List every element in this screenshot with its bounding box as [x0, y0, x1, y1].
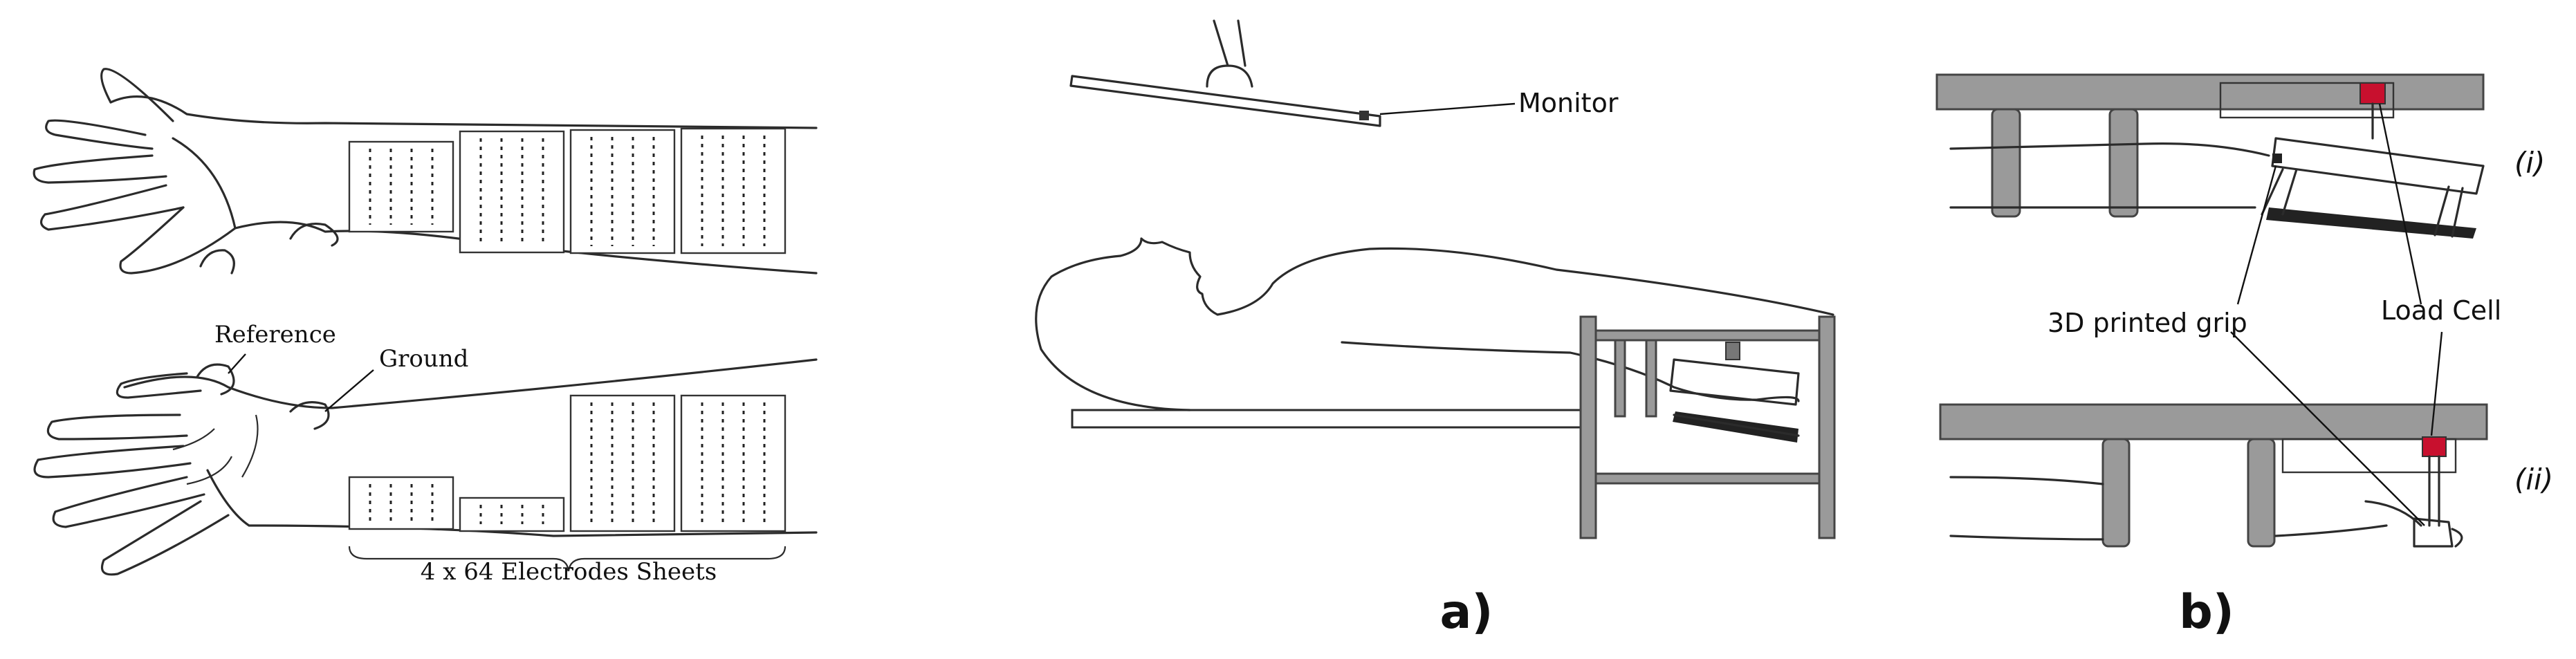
frame-post — [1645, 339, 1657, 418]
load-cell-leader-ii — [2430, 331, 2443, 436]
electrodes-brace — [348, 546, 786, 572]
monitor-label: Monitor — [1518, 88, 1619, 118]
frame-bottom-bar — [1594, 472, 1821, 485]
table-leg-i — [2108, 108, 2139, 218]
electrode-sheet — [569, 129, 676, 254]
restraint-box — [1669, 358, 1800, 406]
load-cell-rod-ii — [2428, 455, 2440, 527]
restraint-base — [1673, 411, 1798, 443]
electrode-dots — [369, 136, 766, 524]
table-bracket-i — [2219, 82, 2395, 119]
electrode-sheet — [348, 140, 454, 233]
grip-leader-ii — [2230, 331, 2425, 526]
load-cell-i — [2359, 82, 2386, 104]
restraint-base-edge — [1673, 414, 1800, 437]
restraint-posts-i — [2261, 168, 2464, 238]
lower-arm-drawing — [33, 358, 818, 576]
monitor-leader — [1379, 102, 1516, 115]
grip-device-ii — [2413, 517, 2454, 548]
grip-label: 3D printed grip — [2048, 308, 2247, 338]
electrode-sheets-bottom — [348, 394, 786, 532]
frame-top-bar — [1594, 329, 1821, 342]
bed — [1071, 409, 1585, 429]
arm-top-ii — [1949, 476, 2104, 485]
table-leg-ii — [2247, 438, 2276, 548]
electrode-sheet — [680, 127, 786, 254]
arm-bottom-ii — [1949, 524, 2388, 541]
monitor-stand — [1213, 19, 1246, 67]
view-ii: (ii) — [1939, 403, 2553, 548]
panel-a: Monitor a) — [1035, 19, 1836, 640]
subject-body — [1035, 237, 1834, 411]
electrode-sheet — [459, 130, 565, 254]
electrode-sheet — [459, 496, 565, 532]
monitor-mount — [1206, 64, 1253, 88]
view-i-label: (i) — [2514, 146, 2545, 180]
load-cell-mount — [1725, 342, 1740, 360]
upper-arm-drawing — [33, 68, 818, 275]
restraint-top-i — [2271, 137, 2485, 195]
table-top-i — [1935, 73, 2485, 111]
monitor-screen — [1069, 75, 1381, 127]
view-i: (i) — [1935, 73, 2545, 239]
frame-left-leg — [1579, 315, 1597, 539]
reference-leader — [228, 353, 246, 374]
electrode-sheet — [569, 394, 676, 532]
panel-a-label: a) — [1440, 585, 1493, 640]
frame-post — [1614, 339, 1626, 418]
load-cell-label: Load Cell — [2381, 295, 2501, 326]
ground-leader — [324, 369, 374, 412]
restraint-bottom-i — [2266, 207, 2476, 239]
table-bracket-ii — [2281, 438, 2457, 474]
grip-hook-ii — [2451, 528, 2463, 548]
load-cell-leader-i — [2378, 103, 2422, 305]
grip-leader-i — [2236, 165, 2277, 305]
panel-b-label: b) — [2179, 585, 2234, 640]
arm-top-i — [1949, 142, 2270, 157]
frame-right-leg — [1818, 315, 1836, 539]
forearm-panel: Reference Ground 4 x 64 Electrodes Sheet… — [33, 68, 818, 586]
hand-ii — [2364, 500, 2422, 527]
monitor-marker — [1359, 111, 1369, 120]
reference-label: Reference — [214, 321, 336, 349]
electrode-sheet — [348, 476, 454, 530]
electrode-sheets-top — [348, 127, 786, 254]
table-top-ii — [1939, 403, 2488, 440]
table-leg-ii — [2101, 438, 2131, 548]
view-ii-label: (ii) — [2514, 463, 2553, 496]
panel-b: (i) (ii) 3D printed grip Load Cell b) — [1935, 73, 2553, 640]
electrodes-label: 4 x 64 Electrodes Sheets — [421, 558, 717, 586]
table-leg-i — [1991, 108, 2021, 218]
ground-label: Ground — [379, 345, 468, 373]
grip-marker-i — [2272, 154, 2282, 163]
electrode-sheet — [680, 394, 786, 532]
load-cell-ii — [2422, 436, 2447, 457]
